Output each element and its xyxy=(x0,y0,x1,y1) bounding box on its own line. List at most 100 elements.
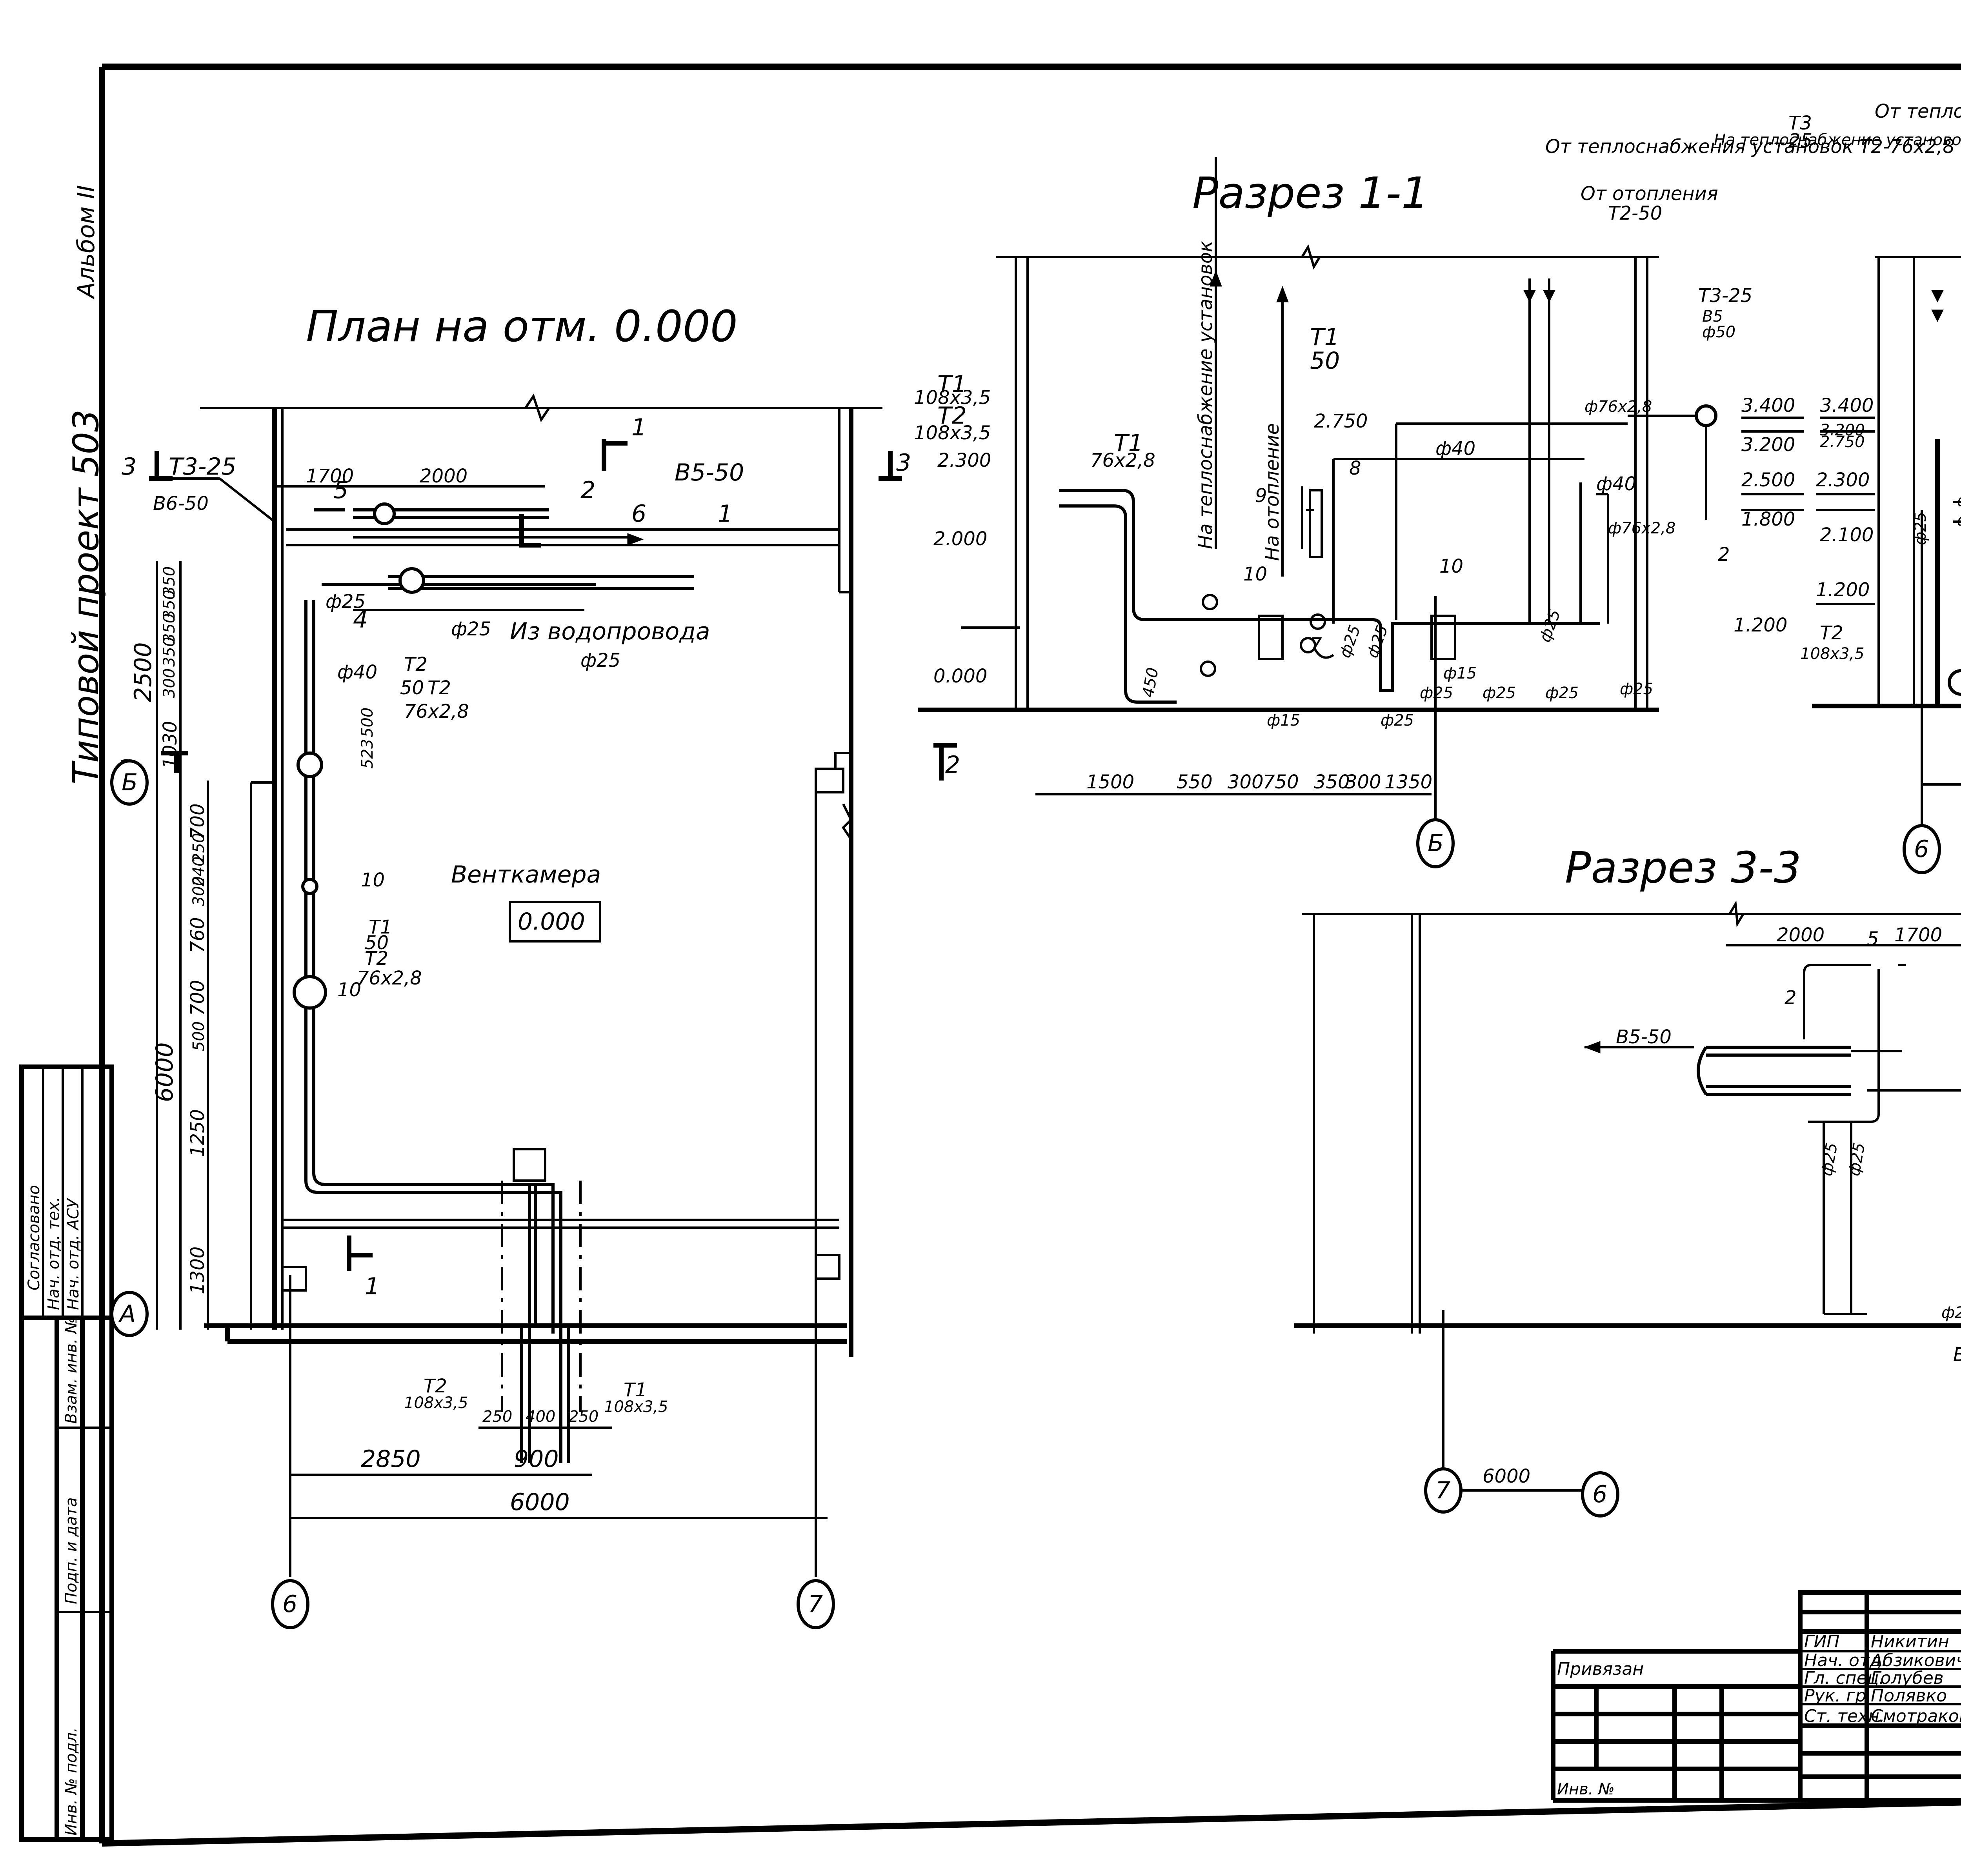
plan-dim-v-17: 1300 xyxy=(187,1246,209,1294)
plan-label-v5: В5-50 xyxy=(675,459,744,486)
sheet-frame xyxy=(99,64,1961,1847)
s1-from-heat-supply: От теплоснабжения установок Т2-76х2,8 xyxy=(1545,136,1955,158)
plan-dim-h-4: 250 xyxy=(569,1408,598,1426)
plan-t2c-bot: 76х2,8 xyxy=(357,967,422,989)
room-level: 0.000 xyxy=(518,908,585,935)
s1-dim-3: 750 xyxy=(1263,771,1299,793)
plan-axis-7: 7 xyxy=(797,1579,835,1629)
s1-dim-6: 1350 xyxy=(1384,771,1432,793)
s1-phi25-2: ф25 xyxy=(1483,684,1516,702)
s1-phi25-3: ф25 xyxy=(1545,684,1579,702)
plan-item-10a: 10 xyxy=(361,869,385,891)
s3-axis-6: 6 xyxy=(1581,1471,1619,1518)
plan-item-4: 4 xyxy=(353,606,368,633)
plan-item-6: 6 xyxy=(631,500,646,528)
section-3-3: Разрез 3-3 Т3-25 ф76х2,8 5 2 В5-50 В5-50… xyxy=(1294,842,1961,1518)
staff-row-0: ГИП Никитин 08.85 xyxy=(1804,1632,1949,1652)
lvl-right-5: 1.200 xyxy=(1816,579,1870,601)
plan-dim-v-10: 250 xyxy=(190,833,208,863)
plan-dim-h-3: 400 xyxy=(526,1408,555,1426)
section-mark-3b: 3 xyxy=(896,449,911,477)
side-stamp-row-1: Нач. отд. АСУ xyxy=(64,1197,82,1310)
s1-from-heating-size: Т2-50 xyxy=(1608,202,1662,224)
s1-lvl-0000: 0.000 xyxy=(933,665,987,687)
section-mark-2-bottom: 2 xyxy=(945,751,960,779)
s1-axis-b: Б xyxy=(1416,818,1455,868)
plan-dim-v-15: 500 xyxy=(190,1021,208,1051)
plan-dim-h-1: 2000 xyxy=(420,465,468,487)
side-stamp: Согласовано Нач. отд. тех. Нач. отд. АСУ… xyxy=(19,1064,114,1842)
lvl-right-0: 3.400 xyxy=(1820,395,1874,417)
s1-item-2: 2 xyxy=(1718,544,1730,566)
svg-text:7: 7 xyxy=(1435,1477,1450,1504)
plan-bottom-t2-size: 108х3,5 xyxy=(404,1394,468,1412)
plan-dim-v-11: 240 xyxy=(190,857,208,886)
s1-item-10b: 10 xyxy=(1439,555,1463,577)
plan-dim-v-4: 350 xyxy=(160,590,178,620)
staff-row-1: Нач. отд. Абзикович 08.85 xyxy=(1804,1650,1961,1670)
lvl-left-2: 2.500 xyxy=(1741,469,1795,491)
s1-to-heat-supply-t1: На теплоснабжение установок Т1-76х2,8 xyxy=(1714,131,1961,149)
plan-dim-v-16: 1250 xyxy=(187,1109,209,1157)
s1-phi15b: ф15 xyxy=(1443,664,1477,682)
lvl-right-3: 2.300 xyxy=(1816,469,1870,491)
s1-item-8: 8 xyxy=(1349,457,1361,479)
plan-dim-v-18: 6000 xyxy=(151,1042,178,1102)
lvl-left-1: 3.200 xyxy=(1741,434,1795,456)
svg-text:7: 7 xyxy=(808,1590,823,1618)
plan-dim-v-2: 350 xyxy=(160,637,178,667)
svg-text:А: А xyxy=(118,1300,136,1328)
svg-text:Абзикович: Абзикович xyxy=(1870,1650,1961,1670)
s3-phi25a: ф25 xyxy=(1818,1141,1841,1177)
lvl-left-3: 1.800 xyxy=(1741,508,1795,530)
plan-axis-a: А xyxy=(110,1291,149,1337)
plan-label-t3: Т3-25 xyxy=(169,453,236,480)
s3-dim-0: 2000 xyxy=(1777,924,1825,946)
plan-view: План на отм. 0.000 xyxy=(110,301,911,1629)
plan-label-v6: В6-50 xyxy=(153,493,209,515)
side-stamp-row-4: Инв. № подл. xyxy=(62,1727,80,1836)
plan-dim-v-0: 2500 xyxy=(129,642,157,702)
s3-dim-1: 1700 xyxy=(1894,924,1942,946)
s2-t2: Т2 xyxy=(1820,622,1843,644)
staff-row-4: Ст. техн. Смотракова 08.85 xyxy=(1804,1706,1961,1726)
s3-phi25b: ф25 xyxy=(1845,1141,1869,1177)
s3-axis-distance: 6000 xyxy=(1483,1465,1530,1487)
s3-phi25c: ф25 xyxy=(1941,1304,1961,1322)
svg-text:ГИП: ГИП xyxy=(1804,1632,1840,1652)
s1-lvl-2300: 2.300 xyxy=(937,449,991,471)
plan-dim-v-6: 1030 xyxy=(159,721,181,769)
s3-axis-7: 7 xyxy=(1424,1467,1463,1514)
s1-from-heating: От отопления xyxy=(1581,183,1718,205)
section-1-title: Разрез 1-1 xyxy=(1192,168,1429,218)
lvl-left-0: 3.400 xyxy=(1741,395,1795,417)
s3-v5-left: В5-50 xyxy=(1616,1026,1672,1048)
s3-to-tank: В приемный резервуар xyxy=(1953,1344,1961,1366)
s1-phi25-6: ф25 xyxy=(1363,623,1392,661)
svg-text:6: 6 xyxy=(1914,835,1929,863)
section-1-1: Разрез 1-1 xyxy=(914,131,1961,868)
s2-axis-6: 6 xyxy=(1903,824,1941,874)
section-mark-1b: 1 xyxy=(365,1273,380,1300)
s1-lvl-1200: 1.200 xyxy=(1734,614,1787,636)
s1-phi25-0: ф25 xyxy=(1381,711,1414,730)
s1-t1-top: Т1 xyxy=(1114,429,1143,457)
s1-phi50: ф50 xyxy=(1702,323,1735,341)
section-2-2: Разрез 2-2 Т3 25 xyxy=(1788,100,1961,874)
s1-phi40a: ф40 xyxy=(1435,438,1475,460)
plan-t2-50: 50 xyxy=(400,677,424,699)
s1-phi25-5: ф25 xyxy=(1336,623,1364,661)
plan-dim-h-7: 6000 xyxy=(510,1488,570,1516)
svg-text:6: 6 xyxy=(282,1590,297,1618)
s2-from-heat-supply: От теплоснабжения установок Т2-76х2,8 xyxy=(1875,100,1961,122)
svg-text:Ст. техн.: Ст. техн. xyxy=(1804,1706,1885,1726)
s1-to-heat-supply: На теплоснабжение установок xyxy=(1195,241,1217,549)
svg-text:Рук. гр.: Рук. гр. xyxy=(1804,1686,1872,1706)
s1-t1-in-size: 108х3,5 xyxy=(914,387,991,409)
svg-text:Голубев: Голубев xyxy=(1871,1668,1944,1688)
side-stamp-row-2: Взам. инв. № xyxy=(62,1317,80,1424)
plan-phi25-a: ф25 xyxy=(326,591,366,613)
s1-dim-2: 300 xyxy=(1228,771,1264,793)
s1-phi15a: ф15 xyxy=(1267,711,1300,730)
